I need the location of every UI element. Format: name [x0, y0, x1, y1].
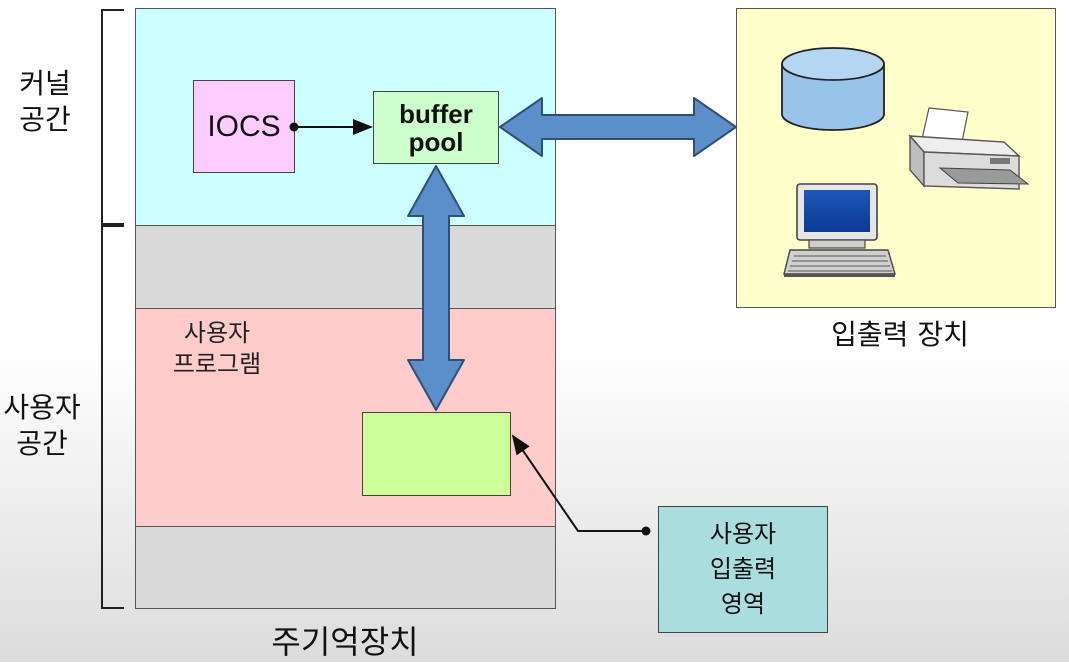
kernel-space-label-line2: 공간	[19, 103, 71, 136]
user-space-label-line1: 사용자	[3, 391, 81, 424]
user-space-label: 사용자 공간	[0, 390, 84, 462]
buffer-pool-label-line1: buffer	[399, 98, 473, 129]
buffer-to-user-double-arrow	[407, 165, 465, 411]
memory-region-gray-lower	[135, 526, 556, 609]
user-space-bracket	[101, 225, 124, 609]
io-devices-label: 입출력 장치	[831, 318, 969, 351]
user-program-label-line2: 프로그램	[172, 350, 262, 378]
kernel-space-label-line1: 커널	[19, 67, 71, 100]
user-space-label-line2: 공간	[16, 427, 68, 460]
buffer-pool-box: buffer pool	[373, 91, 499, 164]
database-icon	[781, 47, 885, 131]
user-program-label: 사용자 프로그램	[152, 318, 282, 380]
user-io-area-line2: 입출력	[709, 555, 777, 583]
user-io-area-line3: 영역	[720, 590, 766, 618]
user-program-label-line1: 사용자	[183, 319, 251, 347]
main-memory-label: 주기억장치	[271, 623, 419, 661]
printer-icon	[908, 107, 1030, 190]
user-io-area-connector	[511, 434, 651, 536]
iocs-label: IOCS	[207, 109, 281, 143]
iocs-box: IOCS	[193, 80, 295, 173]
buffer-pool-label-line2: pool	[408, 126, 464, 157]
user-io-area-box: 사용자 입출력 영역	[658, 506, 828, 633]
user-io-area-line1: 사용자	[709, 520, 777, 548]
computer-icon	[783, 183, 896, 277]
user-buffer-box	[362, 412, 511, 496]
buffer-to-io-double-arrow	[499, 97, 737, 157]
kernel-space-label: 커널 공간	[10, 66, 80, 138]
kernel-space-bracket	[101, 9, 124, 225]
iocs-to-buffer-connector	[289, 119, 373, 135]
